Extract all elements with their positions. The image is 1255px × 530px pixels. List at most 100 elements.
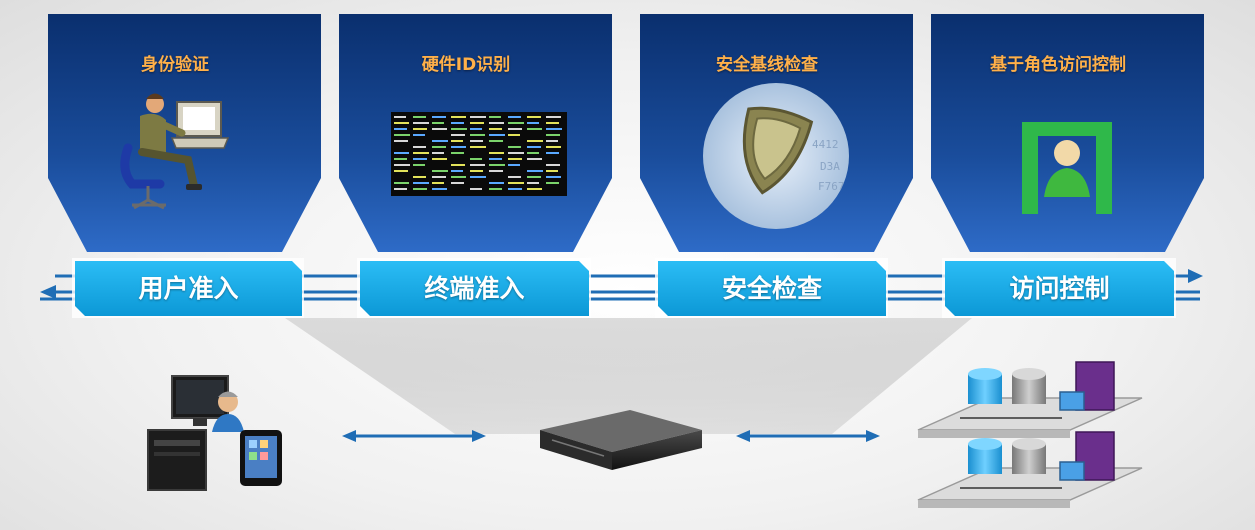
terminal-text-line (508, 122, 524, 124)
terminal-text-line (413, 122, 429, 124)
bottom-arrow-right (736, 430, 880, 442)
storage-top (1012, 368, 1046, 380)
terminal-text-line (413, 176, 426, 178)
terminal-text-line (470, 122, 484, 124)
terminal-text-line (546, 146, 561, 148)
terminal-text-line (413, 188, 427, 190)
terminal-text-line (508, 182, 524, 184)
terminal-text-line (508, 188, 522, 190)
terminal-text-line (394, 164, 410, 166)
terminal-text-line (489, 152, 504, 154)
server-racks-icon (917, 361, 1143, 508)
terminal-text-line (432, 170, 448, 172)
terminal-text-line (470, 128, 482, 130)
terminal-text-line (508, 128, 522, 130)
terminal-text-line (546, 140, 558, 142)
terminal-text-line (527, 128, 542, 130)
terminal-text-line (413, 134, 425, 136)
terminal-text-line (394, 128, 407, 130)
svg-text:4412: 4412 (812, 138, 839, 151)
terminal-text-line (470, 176, 486, 178)
terminal-text-line (413, 146, 426, 148)
terminal-text-line (413, 158, 427, 160)
terminal-text-line (432, 176, 446, 178)
terminal-text-line (470, 134, 485, 136)
terminal-text-line (470, 188, 482, 190)
terminal-text-line (546, 152, 559, 154)
terminal-text-line (451, 134, 465, 136)
terminal-text-line (470, 158, 482, 160)
terminal-text-line (432, 182, 444, 184)
bottom-arrow-left (342, 430, 486, 442)
terminal-text-line (489, 116, 501, 118)
terminal-text-line (432, 140, 448, 142)
terminal-text-line (451, 116, 466, 118)
terminal-text-line (413, 164, 425, 166)
terminal-text-line (508, 152, 524, 154)
terminal-text-line (394, 116, 406, 118)
left-arrowhead (40, 285, 56, 299)
terminal-text-line (451, 146, 466, 148)
terminal-text-line (432, 146, 446, 148)
database-top (968, 368, 1002, 380)
terminal-text-line (432, 128, 447, 130)
gateway-appliance-icon (540, 410, 702, 470)
terminal-text-line (489, 170, 503, 172)
step-label-4 (942, 258, 1176, 318)
svg-text:F767: F767 (818, 180, 845, 193)
terminal-text-line (451, 122, 464, 124)
terminal-text-line (527, 170, 543, 172)
terminal-text-line (508, 176, 521, 178)
terminal-text-line (489, 134, 505, 136)
terminal-text-line (413, 128, 427, 130)
terminal-text-line (470, 140, 483, 142)
terminal-text-line (451, 176, 466, 178)
terminal-text-line (470, 146, 486, 148)
terminal-text-line (413, 152, 429, 154)
terminal-text-line (508, 146, 521, 148)
terminal-text-line (413, 182, 429, 184)
terminal-text-line (527, 122, 539, 124)
step-label-1 (72, 258, 304, 318)
terminal-text-line (546, 164, 560, 166)
terminal-text-line (527, 188, 542, 190)
terminal-text-line (451, 164, 465, 166)
terminal-text-line (394, 188, 407, 190)
terminal-text-line (451, 152, 464, 154)
terminal-text-line (394, 140, 408, 142)
terminal-text-line (508, 164, 520, 166)
access-gate-user-icon (1022, 122, 1112, 214)
terminal-text-line (394, 182, 409, 184)
terminal-text-line (451, 170, 463, 172)
terminal-text-line (470, 164, 485, 166)
terminal-text-line (546, 116, 561, 118)
terminal-text-line (527, 140, 543, 142)
step-label-text-3: 安全检查 (721, 274, 822, 303)
panel-title-4: 基于角色访问控制 (990, 55, 1126, 75)
terminal-text-line (527, 146, 541, 148)
terminal-text-line (546, 128, 562, 130)
right-arrowhead (1188, 269, 1203, 283)
terminal-text-line (470, 116, 486, 118)
terminal-text-line (527, 176, 541, 178)
user-at-computer-icon (120, 93, 230, 210)
server-tower (1075, 361, 1115, 411)
panel-title-1: 身份验证 (141, 55, 209, 75)
terminal-text-line (413, 116, 426, 118)
terminal-text-line (451, 128, 467, 130)
server-shelf-edge (918, 430, 1070, 438)
svg-text:D3A: D3A (820, 160, 840, 173)
terminal-text-line (451, 182, 464, 184)
terminal-text-line (527, 116, 541, 118)
terminal-text-line (394, 170, 408, 172)
monitor (1059, 391, 1085, 411)
terminal-text-line (489, 164, 505, 166)
monitor (1059, 461, 1085, 481)
terminal-text-line (546, 176, 561, 178)
panel-title-3: 安全基线检查 (716, 55, 818, 75)
terminal-text-line (527, 152, 539, 154)
storage-top (1012, 438, 1046, 450)
terminal-text-line (527, 182, 539, 184)
terminal-text-line (489, 128, 502, 130)
